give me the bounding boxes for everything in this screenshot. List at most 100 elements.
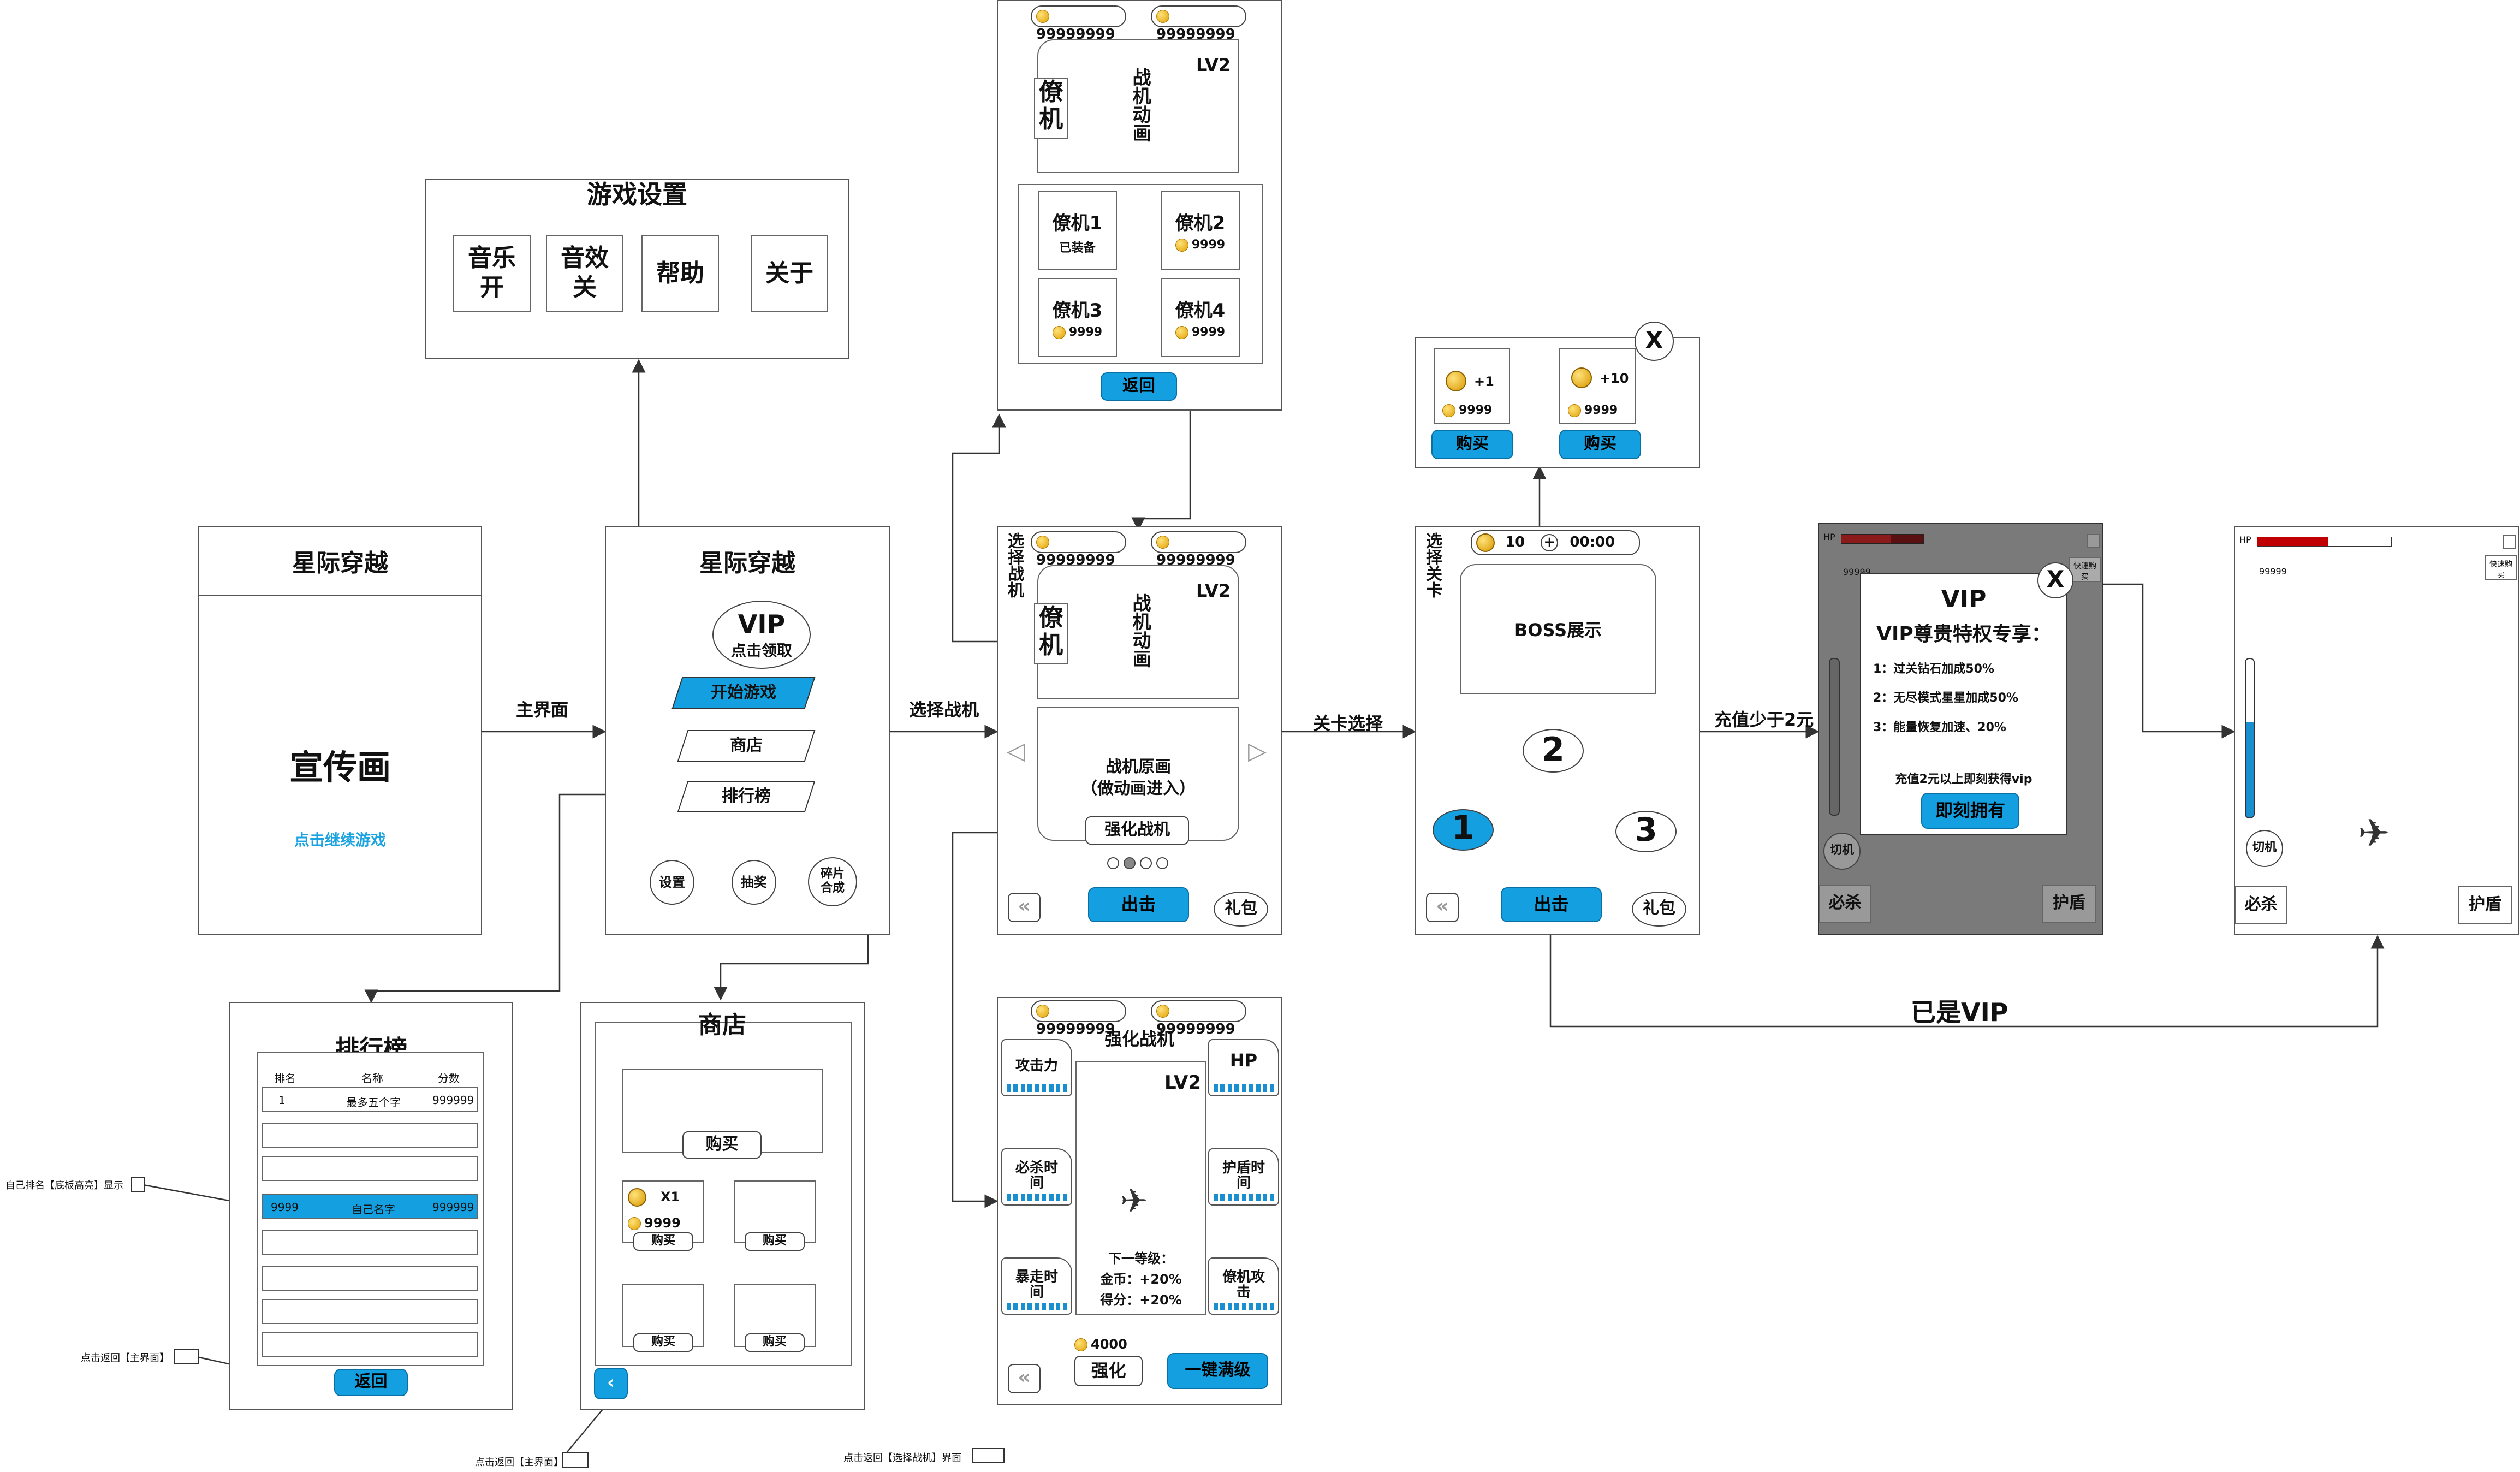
back-chevron-button[interactable]: « [1426, 893, 1459, 922]
leaderboard-back-button[interactable]: 返回 [334, 1369, 408, 1396]
pause-icon[interactable] [2503, 535, 2516, 549]
rank-button[interactable]: 排行榜 [677, 781, 816, 812]
vip-label: VIP [738, 609, 786, 639]
note-back-main: 点击返回【主界面】 [475, 1457, 563, 1468]
promo-title: 星际穿越 [292, 549, 388, 577]
wingman-price: 9999 [1039, 325, 1116, 339]
fighter-ship-icon: ✈ [1120, 1182, 1148, 1220]
wingman-price: 9999 [1162, 325, 1239, 339]
wingman-slot[interactable]: 僚机 [1034, 603, 1068, 664]
wingman-name: 僚机2 [1175, 212, 1226, 234]
fighter-art-sub: （做动画进入） [1081, 779, 1196, 798]
fighter-detail-back-button[interactable]: 返回 [1101, 372, 1177, 401]
fast-buy-button[interactable]: 快速购买 [2069, 557, 2101, 582]
table-row [262, 1266, 478, 1291]
wingman-slot[interactable]: 僚机 [1034, 78, 1068, 139]
stat-rage-time-label: 暴走时间 [1015, 1269, 1058, 1301]
promo-screen: 星际穿越 宣传画 点击继续游戏 [198, 526, 482, 935]
note-box [131, 1177, 145, 1192]
shop-item-buy-button[interactable]: 购买 [633, 1333, 693, 1352]
launch-button[interactable]: 出击 [1501, 887, 1602, 922]
pause-icon[interactable] [2087, 534, 2100, 548]
ultimate-button[interactable]: 必杀 [1819, 885, 1871, 923]
gift-button[interactable]: 礼包 [1632, 892, 1686, 927]
stat-shield-time[interactable]: 护盾时间 [1208, 1148, 1279, 1206]
shield-button[interactable]: 护盾 [2042, 885, 2096, 923]
header-rank: 排名 [274, 1072, 296, 1085]
stat-progress [1214, 1084, 1274, 1092]
energy-buy-button[interactable]: 购买 [1431, 430, 1513, 459]
item-count: X1 [661, 1189, 680, 1204]
stat-ultimate-time[interactable]: 必杀时间 [1001, 1148, 1072, 1206]
energy-price: 9999 [1442, 403, 1492, 417]
back-chevron-button[interactable]: « [1008, 893, 1041, 922]
vip-close-button[interactable]: X [2037, 562, 2073, 598]
music-toggle[interactable]: 音乐开 [453, 235, 531, 312]
shop-item-buy-button[interactable]: 购买 [745, 1333, 805, 1352]
energy-bar: 10 + 00:00 [1471, 530, 1640, 555]
shop-banner-buy-button[interactable]: 购买 [682, 1131, 762, 1159]
fast-buy-button[interactable]: 快速购买 [2485, 555, 2517, 580]
self-rank: 9999 [271, 1201, 299, 1214]
back-chevron-button[interactable]: « [1008, 1364, 1041, 1393]
arrow-left-icon[interactable]: ◁ [1007, 737, 1025, 765]
arrow-right-icon[interactable]: ▷ [1248, 737, 1267, 765]
level-node-3[interactable]: 3 [1615, 811, 1677, 852]
launch-button[interactable]: 出击 [1088, 887, 1189, 922]
vip-buy-button[interactable]: 即刻拥有 [1921, 793, 2019, 829]
stat-wingman-attack[interactable]: 僚机攻击 [1208, 1257, 1279, 1315]
stat-hp[interactable]: HP [1208, 1039, 1279, 1096]
start-game-button[interactable]: 开始游戏 [671, 677, 816, 709]
tap-to-continue[interactable]: 点击继续游戏 [294, 831, 386, 849]
shop-item-buy-button[interactable]: 购买 [633, 1232, 693, 1251]
close-button[interactable]: X [1635, 322, 1674, 361]
wingman-card[interactable]: 僚机3 9999 [1038, 278, 1117, 357]
switch-fighter-button[interactable]: 切机 [1823, 833, 1861, 870]
level-node-1[interactable]: 1 [1433, 809, 1494, 851]
wingman-card[interactable]: 僚机1 已装备 [1038, 191, 1117, 270]
row-rank: 1 [278, 1094, 286, 1107]
coin-icon [1052, 326, 1066, 339]
energy-gauge [1829, 658, 1840, 816]
shop-item-buy-button[interactable]: 购买 [745, 1232, 805, 1251]
fragment-button[interactable]: 碎片合成 [808, 857, 857, 906]
upgrade-fighter-button[interactable]: 强化战机 [1085, 816, 1189, 845]
row-name: 最多五个字 [346, 1096, 401, 1109]
shield-button[interactable]: 护盾 [2458, 886, 2512, 924]
note-box [972, 1448, 1005, 1463]
gift-button[interactable]: 礼包 [1214, 892, 1268, 927]
vip-note: 充值2元以上即刻获得vip [1895, 773, 2032, 786]
hp-bar [2257, 537, 2392, 547]
ultimate-button[interactable]: 必杀 [2235, 886, 2287, 924]
gameplay-screen: HP 99999 快速购买 切机 ✈ 必杀 护盾 [2234, 526, 2519, 935]
gold-counter: 99999999 [1031, 1000, 1126, 1037]
table-row [262, 1332, 478, 1357]
promo-banner: 宣传画 [289, 747, 391, 787]
add-energy-icon[interactable]: + [1541, 533, 1559, 551]
sfx-toggle[interactable]: 音效关 [546, 235, 623, 312]
star-counter: 99999999 [1151, 531, 1246, 568]
stat-attack[interactable]: 攻击力 [1001, 1039, 1072, 1096]
shop-label: 商店 [730, 736, 763, 755]
note-self-rank: 自己排名【底板高亮】显示 [5, 1180, 123, 1191]
energy-buy-button[interactable]: 购买 [1559, 430, 1641, 459]
lottery-button[interactable]: 抽奖 [732, 860, 776, 905]
settings-button[interactable]: 设置 [650, 860, 694, 905]
switch-fighter-button[interactable]: 切机 [2246, 830, 2283, 867]
stat-hp-label: HP [1229, 1050, 1258, 1071]
wingman-card[interactable]: 僚机4 9999 [1161, 278, 1240, 357]
max-level-button[interactable]: 一键满级 [1167, 1353, 1268, 1389]
wingman-card[interactable]: 僚机2 9999 [1161, 191, 1240, 270]
shop-back-button[interactable]: ‹ [594, 1368, 628, 1399]
vip-button[interactable]: VIP 点击领取 [712, 601, 811, 669]
fighter-detail-screen: 99999999 99999999 LV2 战机动画 僚机 僚机1 已装备 僚机… [997, 0, 1282, 411]
energy-amount: +10 [1600, 371, 1629, 386]
about-button[interactable]: 关于 [751, 235, 828, 312]
level-node-2[interactable]: 2 [1523, 729, 1584, 773]
stat-rage-time[interactable]: 暴走时间 [1001, 1257, 1072, 1315]
strengthen-button[interactable]: 强化 [1074, 1356, 1143, 1386]
help-button[interactable]: 帮助 [641, 235, 719, 312]
shop-button[interactable]: 商店 [677, 730, 816, 762]
level-label: LV2 [1196, 580, 1231, 601]
row-score: 999999 [432, 1094, 474, 1107]
